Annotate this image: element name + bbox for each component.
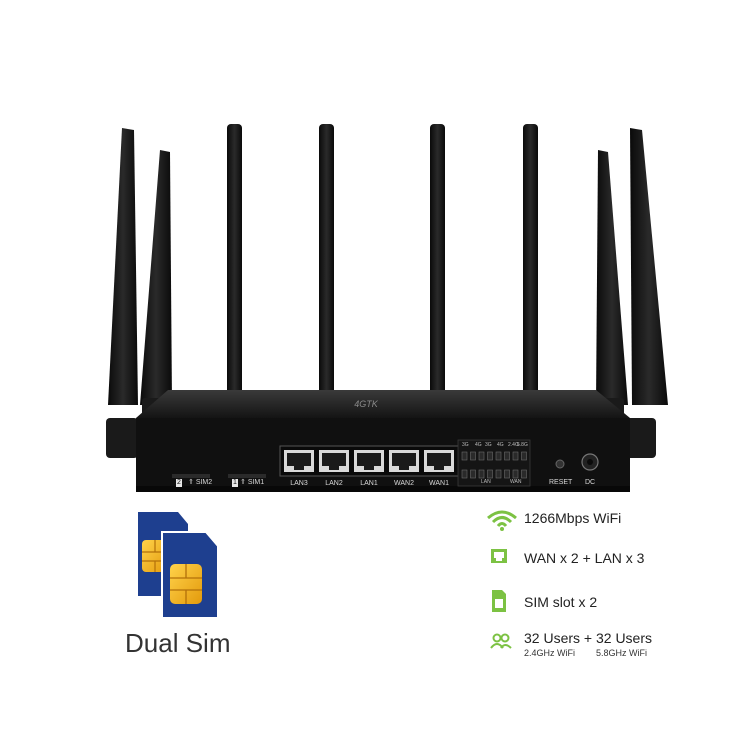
ethernet-port-lan2: [319, 450, 349, 472]
indicator-led: [512, 451, 519, 461]
router-body: 4GTK: [136, 390, 630, 492]
router-top: [136, 390, 630, 418]
indicator-led: [461, 451, 468, 461]
indicator-led: [521, 469, 527, 479]
indicator-led: [504, 469, 510, 479]
indicator-led: [478, 451, 485, 461]
indicator-led: [521, 451, 527, 461]
wifi-band-2-label: 5.8GHz WiFi: [596, 648, 648, 658]
indicator-label: 3G: [462, 442, 469, 448]
ethernet-port-lan1: [354, 450, 384, 472]
antenna-3: [227, 124, 242, 394]
sim1-number: 1: [232, 479, 238, 487]
wifi-signal-icon: [487, 510, 517, 531]
indicator-led: [470, 451, 476, 461]
antenna-4: [319, 124, 334, 394]
antenna-7: [596, 150, 628, 405]
dual-sim-label: Dual Sim: [125, 628, 231, 658]
sim-chip-front: [170, 564, 202, 604]
ethernet-port-icon: [491, 549, 507, 563]
sim2-slot: [172, 474, 210, 478]
indicator-label: 4G: [475, 442, 482, 448]
port-label-lan3: LAN3: [290, 480, 308, 487]
antenna-1: [108, 128, 138, 405]
sim2-label: ⇑ SIM2: [188, 479, 213, 486]
port-label-wan2: WAN2: [394, 480, 414, 487]
ethernet-ports: [279, 445, 461, 477]
brand-mark: 4GTK: [354, 399, 379, 409]
feature-wifi-text: 1266Mbps WiFi: [524, 510, 622, 526]
reset-button: [555, 459, 565, 469]
feature-sim-text: SIM slot x 2: [524, 594, 598, 610]
indicator-label: WAN: [510, 479, 522, 485]
ethernet-port-wan1: [424, 450, 454, 472]
antenna-hinge-left: [106, 418, 138, 458]
users-icon: [490, 633, 512, 649]
indicator-panel: [457, 439, 531, 487]
indicator-led: [470, 469, 476, 479]
sim2-label-text: SIM2: [195, 479, 213, 486]
indicator-led: [504, 451, 510, 461]
port-label-wan1: WAN1: [429, 480, 449, 487]
sim1-label-text: SIM1: [247, 479, 265, 486]
antenna-2: [140, 150, 172, 405]
sim-card-icon: [492, 590, 506, 612]
indicator-led: [512, 469, 519, 479]
indicator-label: 2.4G: [508, 442, 519, 448]
indicator-led: [461, 469, 468, 479]
sim1-slot: [228, 474, 266, 478]
dc-label: DC: [585, 479, 596, 486]
indicator-led: [487, 451, 493, 461]
feature-users-text: 32 Users + 32 Users: [524, 630, 652, 646]
sim1-label: ⇑ SIM1: [240, 479, 265, 486]
port-label-lan1: LAN1: [360, 480, 378, 487]
antenna-6: [523, 124, 538, 394]
indicator-led: [495, 469, 502, 479]
indicator-label: 3G: [485, 442, 492, 448]
antenna-5: [430, 124, 445, 394]
dual-sim-illustration: [138, 512, 219, 619]
indicator-label: 5.8G: [517, 442, 528, 448]
reset-label: RESET: [549, 479, 573, 486]
indicator-label: LAN: [481, 479, 491, 485]
port-label-lan2: LAN2: [325, 480, 343, 487]
indicator-led: [487, 469, 493, 479]
ethernet-port-wan2: [389, 450, 419, 472]
antenna-8: [630, 128, 668, 405]
wifi-band-1-label: 2.4GHz WiFi: [524, 648, 576, 658]
indicator-label: 4G: [497, 442, 504, 448]
ethernet-port-lan3: [284, 450, 314, 472]
antenna-hinge-right: [624, 418, 656, 458]
indicator-led: [478, 469, 485, 479]
indicator-led: [495, 451, 502, 461]
sim2-number: 2: [176, 479, 182, 487]
feature-ports-text: WAN x 2 + LAN x 3: [524, 550, 645, 566]
